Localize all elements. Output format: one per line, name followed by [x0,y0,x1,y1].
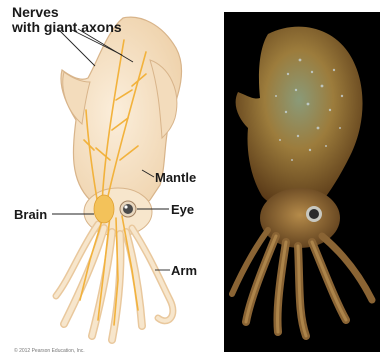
eye-label: Eye [171,202,194,217]
nerves-label-line1: Nerves [12,5,122,20]
nerves-label: Nerves with giant axons [12,5,122,35]
squid-photo [224,12,380,352]
eye-icon [120,201,136,217]
nerves-label-line2: with giant axons [12,20,122,35]
brain [94,195,114,223]
arm-label: Arm [171,263,197,278]
mantle-label: Mantle [155,170,196,185]
copyright-notice: © 2012 Pearson Education, Inc. [14,348,85,354]
brain-label: Brain [14,207,47,222]
